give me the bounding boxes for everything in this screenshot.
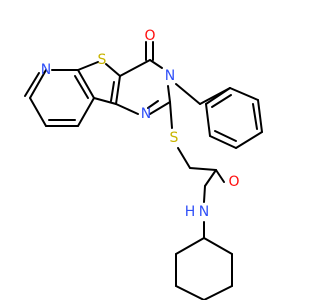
- thiophene-ring: [77, 61, 121, 105]
- bond: [29, 69, 47, 99]
- bond: [177, 147, 191, 169]
- bond: [119, 59, 151, 77]
- bond: [110, 81, 115, 102]
- bond: [204, 169, 217, 187]
- bond: [115, 103, 139, 115]
- bond: [175, 83, 201, 105]
- bond: [115, 75, 121, 105]
- molecule-canvas: N S O N N S O N H: [24, 28, 263, 300]
- bond: [147, 100, 159, 109]
- bond: [149, 59, 163, 69]
- bond: [214, 130, 237, 142]
- atom-n-pyridine: N: [41, 62, 51, 78]
- atom-o-amide: O: [228, 174, 239, 190]
- bond: [209, 135, 237, 149]
- bond: [105, 63, 121, 77]
- bond: [169, 101, 173, 129]
- bond: [167, 85, 171, 103]
- atom-n-pyrimidinone-1: N: [141, 106, 151, 122]
- atom-o-keto: O: [144, 28, 155, 44]
- molecule-structure-diagram: N S O N N S O N H: [24, 28, 263, 300]
- bond: [77, 97, 95, 127]
- bond: [203, 185, 206, 203]
- bond: [29, 97, 47, 127]
- bond: [252, 103, 258, 130]
- amide-group: [203, 169, 225, 203]
- atom-s-linker: S: [170, 130, 179, 146]
- bond: [229, 87, 259, 101]
- cyclohexyl-ring: [175, 221, 233, 300]
- atom-h-amide: H: [185, 204, 196, 220]
- bond: [74, 75, 89, 99]
- keto-group: [145, 41, 154, 61]
- atom-s-thiophene: S: [98, 52, 107, 68]
- bond: [175, 285, 205, 300]
- atom-labels: N S O N N S O N H: [41, 28, 240, 220]
- bond: [215, 169, 225, 183]
- bond: [203, 237, 233, 255]
- bond: [257, 99, 263, 133]
- pyrimidinone-ring: [115, 59, 171, 115]
- bond: [77, 69, 95, 99]
- bond: [235, 131, 263, 149]
- benzyl-group: [175, 83, 263, 149]
- atom-n-amide: N: [199, 204, 209, 220]
- bond: [205, 103, 211, 137]
- bond: [203, 285, 233, 300]
- pyridine-ring: [24, 69, 95, 127]
- bond: [211, 94, 232, 108]
- atom-n-pyrimidinone-3: N: [165, 68, 175, 84]
- bond: [93, 97, 117, 105]
- bond: [149, 101, 171, 115]
- bond: [205, 87, 231, 105]
- bond: [189, 167, 217, 171]
- bond: [175, 237, 205, 255]
- thioether-linker: [169, 101, 217, 171]
- bond: [24, 72, 40, 97]
- bond: [77, 61, 99, 71]
